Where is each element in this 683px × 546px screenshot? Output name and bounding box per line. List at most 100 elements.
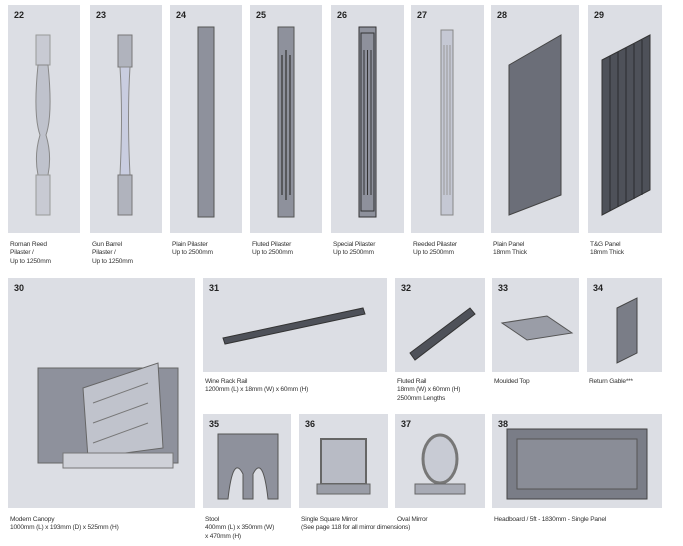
item-number: 27: [417, 10, 428, 20]
item-number: 29: [594, 10, 605, 20]
caption-line: Pilaster /: [92, 249, 116, 257]
caption-line: Headboard / 5ft - 1830mm - Single Panel: [494, 516, 607, 523]
product-image-34: 34: [587, 278, 662, 372]
item-number: 22: [14, 10, 25, 20]
product-image-37: 37: [395, 414, 485, 508]
product-illustration: [358, 26, 377, 218]
caption-line: Pilaster /: [10, 249, 34, 257]
product-caption: Single Square Mirror(See page 118 for al…: [301, 516, 410, 533]
item-number: 35: [209, 419, 220, 429]
item-number: 36: [305, 419, 316, 429]
product-image-27: 27: [411, 5, 484, 233]
caption-line: 400mm (L) x 350mm (W): [205, 524, 275, 532]
product-caption: Moulded Top: [494, 378, 530, 386]
caption-line: Up to 1250mm: [92, 257, 133, 265]
item-number: 37: [401, 419, 412, 429]
caption-line: Wine Rack Rail: [205, 378, 248, 385]
caption-line: Moulded Top: [494, 378, 530, 385]
product-caption: Headboard / 5ft - 1830mm - Single Panel: [494, 516, 606, 524]
caption-line: Up to 2500mm: [333, 249, 374, 257]
caption-line: 18mm (W) x 60mm (H): [397, 386, 461, 394]
item-number: 30: [14, 283, 25, 293]
item-number: 25: [256, 10, 267, 20]
product-image-28: 28: [491, 5, 579, 233]
caption-line: 18mm Thick: [493, 249, 527, 257]
product-image-23: 23: [90, 5, 162, 233]
product-illustration: [37, 362, 179, 469]
product-illustration: [197, 26, 215, 218]
caption-line: Reeded Pilaster: [413, 241, 457, 248]
caption-line: Up to 2500mm: [252, 249, 293, 257]
product-illustration: [500, 315, 574, 341]
item-number: 33: [498, 283, 509, 293]
product-caption: Return Gable***: [589, 378, 633, 386]
caption-line: T&G Panel: [590, 241, 621, 248]
caption-line: Stool: [205, 516, 220, 523]
caption-line: 18mm Thick: [590, 249, 624, 257]
caption-line: Oval Mirror: [397, 516, 428, 523]
product-image-30: 30: [8, 278, 195, 508]
item-number: 34: [593, 283, 604, 293]
product-illustration: [440, 29, 454, 216]
item-number: 28: [497, 10, 508, 20]
caption-line: 1000mm (L) x 193mm (D) x 525mm (H): [10, 524, 119, 532]
caption-line: Fluted Rail: [397, 378, 427, 385]
product-illustration: [316, 438, 371, 495]
product-image-32: 32: [395, 278, 485, 372]
item-number: 38: [498, 419, 509, 429]
item-number: 32: [401, 283, 412, 293]
caption-line: Return Gable***: [589, 378, 633, 385]
product-illustration: [117, 34, 133, 216]
caption-line: Up to 2500mm: [172, 249, 213, 257]
product-illustration: [508, 34, 562, 216]
product-image-25: 25: [250, 5, 322, 233]
product-illustration: [414, 433, 466, 495]
item-number: 31: [209, 283, 220, 293]
item-number: 23: [96, 10, 107, 20]
product-illustration: [506, 428, 648, 500]
product-image-24: 24: [170, 5, 242, 233]
product-caption: Oval Mirror: [397, 516, 428, 524]
item-number: 24: [176, 10, 187, 20]
product-image-29: 29: [588, 5, 662, 233]
product-image-22: 22: [8, 5, 80, 233]
caption-line: Up to 2500mm: [413, 249, 454, 257]
product-image-35: 35: [203, 414, 291, 508]
product-illustration: [35, 34, 51, 216]
caption-line: 1200mm (L) x 18mm (W) x 60mm (H): [205, 386, 309, 394]
product-image-26: 26: [331, 5, 404, 233]
caption-line: Single Square Mirror: [301, 516, 358, 523]
caption-line: Special Pilaster: [333, 241, 376, 248]
product-image-36: 36: [299, 414, 388, 508]
caption-line: (See page 118 for all mirror dimensions): [301, 524, 411, 532]
item-number: 26: [337, 10, 348, 20]
product-illustration: [222, 307, 366, 345]
caption-line: Gun Barrel: [92, 241, 122, 248]
caption-line: Modern Canopy: [10, 516, 55, 523]
caption-line: Roman Reed: [10, 241, 47, 248]
product-illustration: [409, 307, 476, 361]
caption-line: Up to 1250mm: [10, 257, 51, 265]
product-illustration: [217, 433, 279, 500]
caption-line: Plain Pilaster: [172, 241, 208, 248]
caption-line: Plain Panel: [493, 241, 525, 248]
product-image-33: 33: [492, 278, 579, 372]
product-illustration: [277, 26, 295, 218]
product-image-38: 38: [492, 414, 662, 508]
caption-line: x 470mm (H): [205, 532, 241, 540]
product-illustration: [601, 34, 651, 216]
product-illustration: [616, 297, 638, 364]
product-image-31: 31: [203, 278, 387, 372]
caption-line: 2500mm Lengths: [397, 394, 446, 402]
